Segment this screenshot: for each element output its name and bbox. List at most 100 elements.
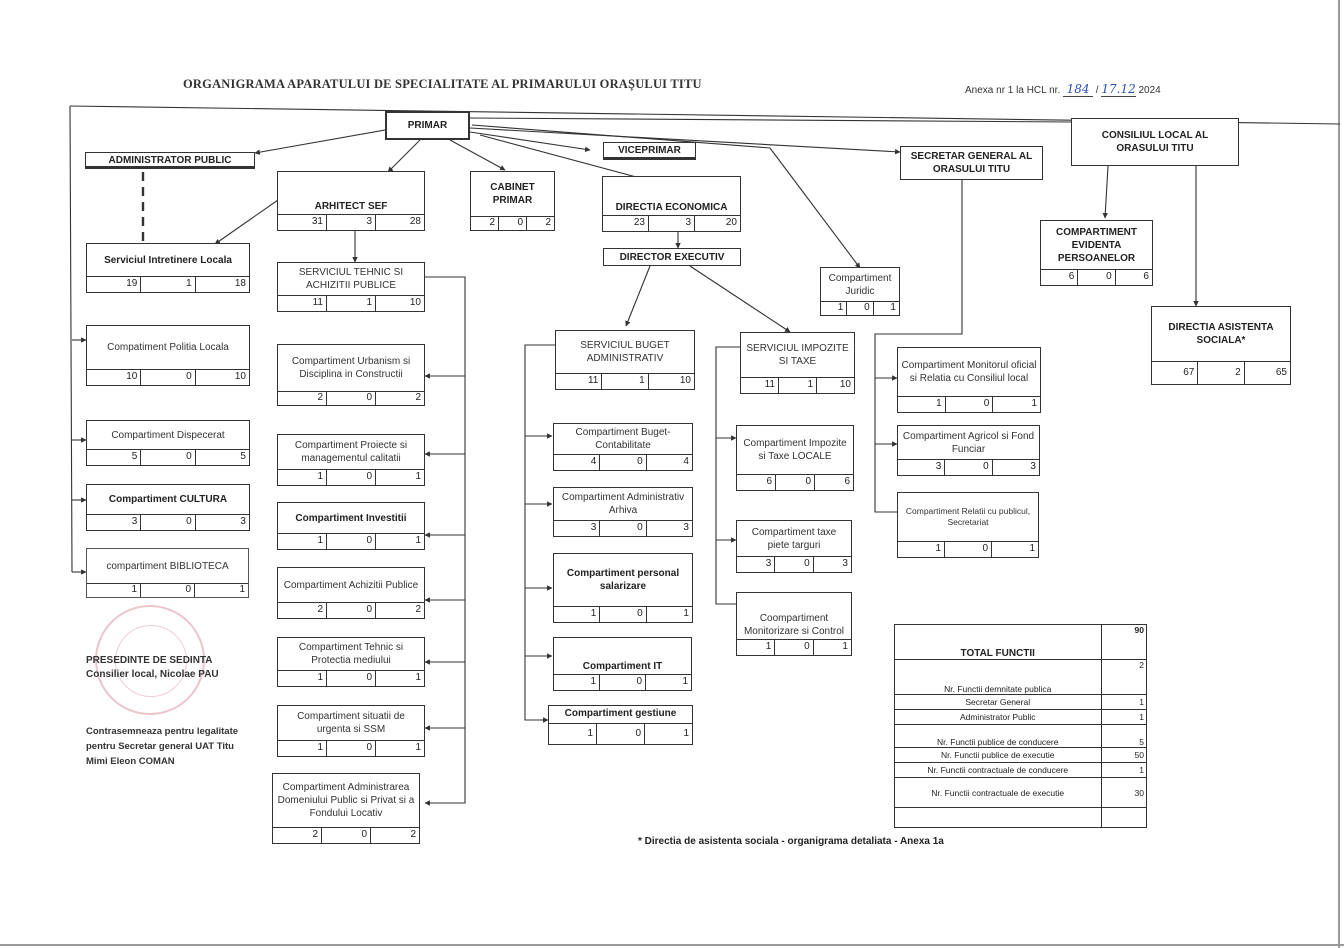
count-executie: 3 xyxy=(683,522,689,533)
count-executie: 10 xyxy=(679,375,691,386)
box-protectia-mediului: Compartiment Tehnic si Protectia mediulu… xyxy=(277,637,425,687)
annex-hcl-number: 184 xyxy=(1063,82,1094,97)
box-investitii: Compartiment Investitii 1 0 1 xyxy=(277,502,425,550)
count-conducere: 0 xyxy=(327,741,376,756)
box-agricol: Compartiment Agricol si Fond Funciar 3 0… xyxy=(897,425,1040,476)
count-conducere: 0 xyxy=(775,640,814,655)
annex-year: 2024 xyxy=(1138,85,1161,96)
box-agricol-counts: 3 0 3 xyxy=(898,459,1039,475)
totals-row: Nr. Functii publice de conducere 5 xyxy=(894,724,1147,748)
count-conducere: 0 xyxy=(847,302,874,315)
totals-row-label: Nr. Functii publice de executie xyxy=(894,747,1102,763)
box-directia-economica-name: DIRECTIA ECONOMICA xyxy=(615,202,728,213)
page-edge xyxy=(1338,0,1340,948)
box-monitorul-oficial-name: Compartiment Monitorul oficial si Relati… xyxy=(901,360,1037,384)
box-serviciul-intretinere-name: Serviciul Intretinere Locala xyxy=(104,254,232,266)
box-directia-asistenta-sociala: DIRECTIA ASISTENTA SOCIALA* 67 2 65 xyxy=(1151,306,1291,385)
count-conducere: 0 xyxy=(322,828,371,843)
count-conducere: 3 xyxy=(327,215,376,230)
count-executie: 6 xyxy=(1143,271,1149,282)
box-compartiment-juridic-counts: 1 0 1 xyxy=(821,301,899,315)
count-executie: 1 xyxy=(682,676,688,687)
signature-contrasemnare-line3: Mimi Eleon COMAN xyxy=(86,756,175,768)
box-urbanism-counts: 2 0 2 xyxy=(278,391,424,405)
box-buget-contabilitate-name: Compartiment Buget-Contabilitate xyxy=(575,427,671,451)
box-primar: PRIMAR xyxy=(385,111,470,140)
totals-row: Nr. Functii contractuale de conducere 1 xyxy=(894,762,1147,778)
box-buget-contabilitate: Compartiment Buget-Contabilitate 4 0 4 xyxy=(553,423,693,471)
box-impozite-taxe-locale-counts: 6 0 6 xyxy=(737,474,853,490)
count-executie: 20 xyxy=(725,217,737,228)
box-arhitect-sef-counts: 31 3 28 xyxy=(278,214,424,230)
count-executie: 1 xyxy=(1031,398,1038,409)
box-biblioteca: compartiment BIBLIOTECA 1 0 1 xyxy=(86,548,249,598)
box-administrator-public-name: ADMINISTRATOR PUBLIC xyxy=(108,155,232,166)
totals-row xyxy=(894,807,1147,828)
box-dispecerat: Compartiment Dispecerat 5 0 5 xyxy=(86,420,250,466)
count-conducere: 1 xyxy=(779,378,817,393)
count-total: 67 xyxy=(1152,362,1199,384)
box-administrativ-arhiva-counts: 3 0 3 xyxy=(554,520,692,536)
count-executie: 1 xyxy=(415,672,421,683)
box-director-executiv-name: DIRECTOR EXECUTIV xyxy=(619,251,725,263)
count-executie: 1 xyxy=(1029,543,1035,554)
count-executie: 18 xyxy=(234,278,246,289)
box-achizitii-counts: 2 0 2 xyxy=(278,602,424,618)
box-serviciul-tehnic-name: SERVICIUL TEHNIC SI ACHIZITII PUBLICE xyxy=(298,267,404,291)
box-compartiment-it-counts: 1 0 1 xyxy=(554,674,691,690)
count-conducere: 0 xyxy=(141,515,196,530)
count-total: 2 xyxy=(471,217,499,230)
count-total: 23 xyxy=(603,216,649,231)
count-executie: 3 xyxy=(240,516,246,527)
box-situatii-urgenta-name: Compartiment situatii de urgenta si SSM xyxy=(297,711,405,735)
box-primar-name: PRIMAR xyxy=(407,120,448,131)
box-cabinet-primar: CABINET PRIMAR 2 0 2 xyxy=(470,171,555,231)
stamp-seal xyxy=(95,605,205,715)
box-director-executiv: DIRECTOR EXECUTIV xyxy=(603,248,741,266)
box-arhitect-sef-name: ARHITECT SEF xyxy=(314,201,388,212)
count-total: 1 xyxy=(821,302,848,315)
count-conducere: 1 xyxy=(602,374,649,389)
box-proiecte-counts: 1 0 1 xyxy=(278,469,424,485)
box-administrator-public: ADMINISTRATOR PUBLIC xyxy=(85,152,255,169)
count-conducere: 2 xyxy=(1198,362,1245,384)
count-executie: 1 xyxy=(683,728,689,739)
count-conducere: 0 xyxy=(1078,270,1116,285)
box-administrativ-arhiva-name: Compartiment Administrativ Arhiva xyxy=(561,492,685,516)
count-total: 19 xyxy=(87,277,142,292)
count-conducere: 0 xyxy=(600,455,647,470)
totals-row: Nr. Functii publice de executie 50 xyxy=(894,747,1147,763)
count-executie: 1 xyxy=(415,471,421,482)
count-total: 1 xyxy=(554,607,601,622)
box-taxe-piete-counts: 3 0 3 xyxy=(737,556,851,572)
box-relatii-publicul: Compartiment Relatii cu publicul, Secret… xyxy=(897,492,1039,558)
totals-row-value: 50 xyxy=(1100,747,1147,763)
count-executie: 2 xyxy=(410,829,416,840)
totals-row-label: Nr. Functii contractuale de conducere xyxy=(894,762,1102,778)
box-viceprimar-name: VICEPRIMAR xyxy=(618,145,681,156)
annex-separator: / xyxy=(1095,85,1099,96)
box-arhitect-sef: ARHITECT SEF 31 3 28 xyxy=(277,171,425,231)
totals-row-value: 1 xyxy=(1100,694,1147,710)
box-protectia-mediului-counts: 1 0 1 xyxy=(278,670,424,686)
box-proiecte-name: Compartiment Proiecte si managementul ca… xyxy=(294,440,408,464)
count-total: 1 xyxy=(898,542,945,557)
box-serviciul-buget: SERVICIUL BUGET ADMINISTRATIV 11 1 10 xyxy=(555,330,695,390)
annex-date: 17.12 xyxy=(1101,82,1136,97)
totals-row-value: 1 xyxy=(1100,709,1147,725)
count-executie: 1 xyxy=(415,535,421,546)
count-conducere: 0 xyxy=(141,370,196,385)
count-conducere: 0 xyxy=(141,584,195,597)
count-conducere: 0 xyxy=(597,724,645,744)
count-executie: 10 xyxy=(234,371,246,382)
box-consiliul-local: CONSILIUL LOCAL AL ORASULUI TITU xyxy=(1071,118,1239,166)
signature-contrasemnare: Contrasemneaza pentru legalitate pentru … xyxy=(86,724,238,770)
box-cultura: Compartiment CULTURA 3 0 3 xyxy=(86,484,250,531)
box-cabinet-primar-counts: 2 0 2 xyxy=(471,216,554,230)
count-total: 11 xyxy=(556,374,603,389)
box-monitorul-oficial: Compartiment Monitorul oficial si Relati… xyxy=(897,347,1041,413)
box-taxe-piete-name: Compartiment taxe piete targuri xyxy=(751,526,837,551)
box-serviciul-buget-name: SERVICIUL BUGET ADMINISTRATIV xyxy=(580,340,670,364)
box-evidenta-persoanelor: COMPARTIMENT EVIDENTA PERSOANELOR 6 0 6 xyxy=(1040,220,1153,286)
